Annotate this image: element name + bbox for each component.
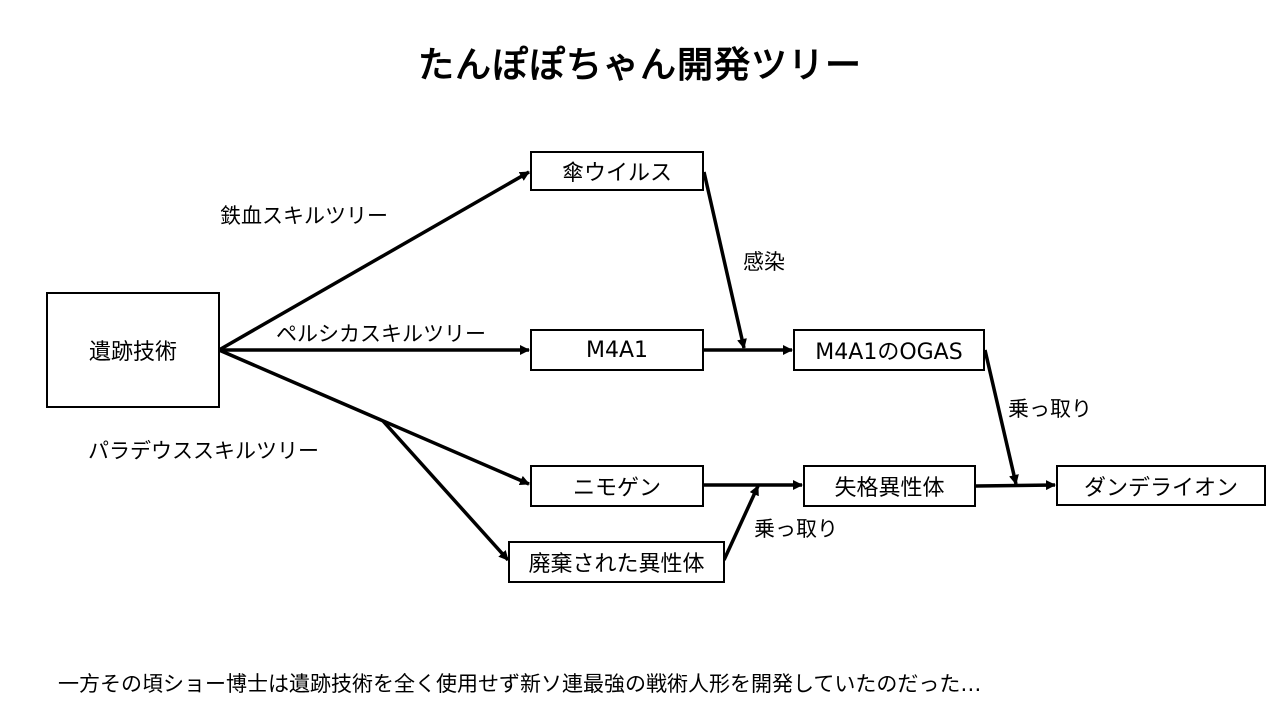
node-discarded-isomer: 廃棄された異性体 <box>508 541 725 583</box>
node-m4a1: M4A1 <box>530 329 704 371</box>
page-title: たんぽぽちゃん開発ツリー <box>417 45 862 86</box>
label-infection: 感染 <box>743 250 785 274</box>
edge-ruins-umbrella <box>218 170 530 352</box>
label-iron-blood-skill-tree: 鉄血スキルツリー <box>220 204 388 228</box>
edge-branch-discarded <box>381 419 510 562</box>
edge-ruins-nimogen <box>218 348 530 486</box>
node-disqualified-isomer: 失格異性体 <box>803 465 976 507</box>
node-m4a1-ogas: M4A1のOGAS <box>793 329 985 371</box>
label-pelsica-skill-tree: ペルシカスキルツリー <box>276 322 486 346</box>
label-paradeus-skill-tree: パラデウススキルツリー <box>88 439 319 463</box>
node-dandelion: ダンデライオン <box>1056 465 1266 506</box>
node-ruins-tech: 遺跡技術 <box>46 292 220 408</box>
edge-discarded-takeover <box>722 485 760 561</box>
footer-caption: 一方その頃ショー博士は遺跡技術を全く使用せず新ソ連最強の戦術人形を開発していたの… <box>58 672 982 696</box>
node-nimogen: ニモゲン <box>530 465 704 507</box>
edge-disqualified-dandelion <box>975 480 1056 491</box>
label-takeover-discarded: 乗っ取り <box>754 517 838 541</box>
node-umbrella-virus: 傘ウイルス <box>530 151 704 191</box>
edge-umbrella-infection <box>702 171 747 349</box>
label-takeover-ogas: 乗っ取り <box>1008 397 1092 421</box>
edge-ogas-takeover <box>983 349 1019 485</box>
